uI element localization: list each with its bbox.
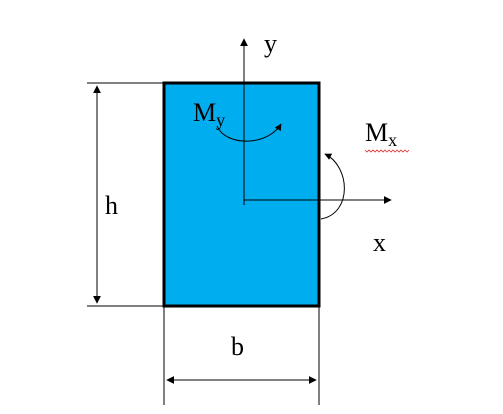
moment-x-subscript: x (388, 130, 397, 150)
moment-y-label: My (193, 98, 225, 130)
moment-x-arrow (320, 153, 345, 220)
moment-y-main: M (193, 98, 216, 127)
height-label: h (105, 191, 118, 220)
moment-x-main: M (365, 118, 388, 147)
moment-x-label: Mx (365, 118, 397, 150)
y-axis-label: y (264, 29, 277, 58)
rectangular-section (162, 81, 321, 308)
moment-y-subscript: y (216, 110, 225, 130)
width-label: b (231, 332, 244, 361)
spellcheck-underline (364, 149, 410, 153)
x-axis-label: x (373, 228, 386, 257)
moment-y-arrow (216, 123, 282, 142)
